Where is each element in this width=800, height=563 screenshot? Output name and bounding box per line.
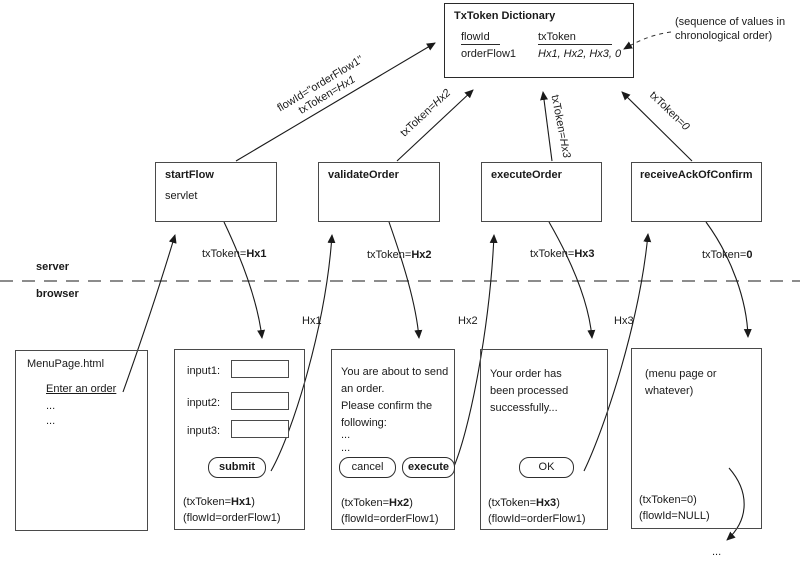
input1-field[interactable]: [231, 360, 289, 378]
dictionary-title: TxToken Dictionary: [454, 10, 556, 22]
end-flow-line: (flowId=NULL): [639, 510, 710, 522]
label-passback-hx3: Hx3: [614, 315, 634, 327]
ok-button[interactable]: OK: [519, 457, 574, 478]
startflow-subtitle: servlet: [165, 190, 198, 202]
arrow-execute-to-executeorder: [451, 234, 498, 472]
arrow-ok-to-receiveack: [583, 233, 652, 472]
dictionary-col-flowid: flowId: [461, 31, 500, 45]
execute-button[interactable]: execute: [402, 457, 455, 478]
label-response-zero: txToken=0: [702, 249, 753, 261]
note-line1: (sequence of values in: [675, 16, 786, 28]
confirm-dots-1: ...: [341, 429, 351, 441]
label-passback-hx2: Hx2: [458, 315, 478, 327]
input2-field[interactable]: [231, 392, 289, 410]
label-response-hx3: txToken=Hx3: [530, 248, 595, 260]
form-flow-line: (flowId=orderFlow1): [183, 512, 281, 524]
success-flow-line: (flowId=orderFlow1): [488, 513, 586, 525]
end-token-line: (txToken=0): [639, 494, 697, 506]
label-response-hx1: txToken=Hx1: [202, 248, 267, 260]
confirm-line1: You are about to send: [341, 366, 449, 378]
arrow-receiveack-to-dictionary: [621, 91, 693, 162]
dictionary-row-flowid: orderFlow1: [461, 48, 517, 60]
server-box-validateorder: validateOrder: [318, 162, 440, 222]
end-line1: (menu page or: [645, 368, 717, 380]
success-token-line: (txToken=Hx3): [488, 497, 560, 509]
dictionary-col-txtoken: txToken: [538, 31, 612, 45]
menu-dots-1: ...: [46, 400, 56, 412]
submit-button[interactable]: submit: [208, 457, 266, 478]
confirm-line2: an order.: [341, 383, 385, 395]
arrow-startflow-to-dictionary: [235, 42, 436, 162]
txtoken-dictionary-box: TxToken Dictionary flowId txToken orderF…: [444, 3, 634, 78]
trailing-ellipsis: ...: [712, 546, 722, 558]
server-box-receiveack: receiveAckOfConfirm: [631, 162, 762, 222]
page-form: input1: input2: input3: submit (txToken=…: [174, 349, 305, 530]
page-success: Your order has been processed successful…: [480, 349, 608, 530]
page-menu: MenuPage.html Enter an order ... ...: [15, 350, 148, 531]
success-line1: Your order has: [490, 368, 562, 380]
cancel-button[interactable]: cancel: [339, 457, 396, 478]
enter-order-link[interactable]: Enter an order: [46, 383, 117, 395]
label-passback-hx1: Hx1: [302, 315, 322, 327]
success-line3: successfully...: [490, 402, 558, 414]
confirm-line4: following:: [341, 417, 387, 429]
arrow-executeorder-to-successpage: [548, 221, 596, 339]
success-line2: been processed: [490, 385, 569, 397]
input3-field[interactable]: [231, 420, 289, 438]
menu-page-title: MenuPage.html: [27, 358, 105, 370]
note-line2: chronological order): [675, 30, 773, 42]
arrow-receiveack-to-endpage: [705, 221, 752, 338]
dictionary-row-txtokens: Hx1, Hx2, Hx3, 0: [538, 48, 622, 60]
label-response-hx2: txToken=Hx2: [367, 249, 432, 261]
server-box-startflow: startFlow servlet: [155, 162, 277, 222]
confirm-dots-2: ...: [341, 442, 351, 454]
confirm-flow-line: (flowId=orderFlow1): [341, 513, 439, 525]
input2-label: input2:: [187, 397, 221, 409]
tier-label-browser: browser: [36, 288, 79, 300]
arrow-validateorder-to-dictionary: [396, 89, 474, 162]
arrow-startflow-to-formpage: [223, 221, 266, 339]
end-line2: whatever): [645, 385, 694, 397]
input3-label: input3:: [187, 425, 221, 437]
input1-label: input1:: [187, 365, 221, 377]
arrow-endpage-to-ellipsis: [726, 467, 745, 541]
note-pointer-arrow: [623, 31, 672, 50]
menu-dots-2: ...: [46, 415, 56, 427]
arrow-validateorder-to-confirmpage: [388, 221, 423, 339]
arrow-submit-to-validateorder: [270, 234, 336, 472]
tier-label-server: server: [36, 261, 70, 273]
arrow-menulink-to-startflow: [122, 234, 177, 393]
confirm-token-line: (txToken=Hx2): [341, 497, 413, 509]
confirm-line3: Please confirm the: [341, 400, 433, 412]
server-box-executeorder: executeOrder: [481, 162, 602, 222]
page-confirm: You are about to send an order. Please c…: [331, 349, 455, 530]
form-token-line: (txToken=Hx1): [183, 496, 255, 508]
page-end: (menu page or whatever) (txToken=0) (flo…: [631, 348, 762, 529]
arrow-executeorder-to-dictionary: [540, 91, 553, 162]
